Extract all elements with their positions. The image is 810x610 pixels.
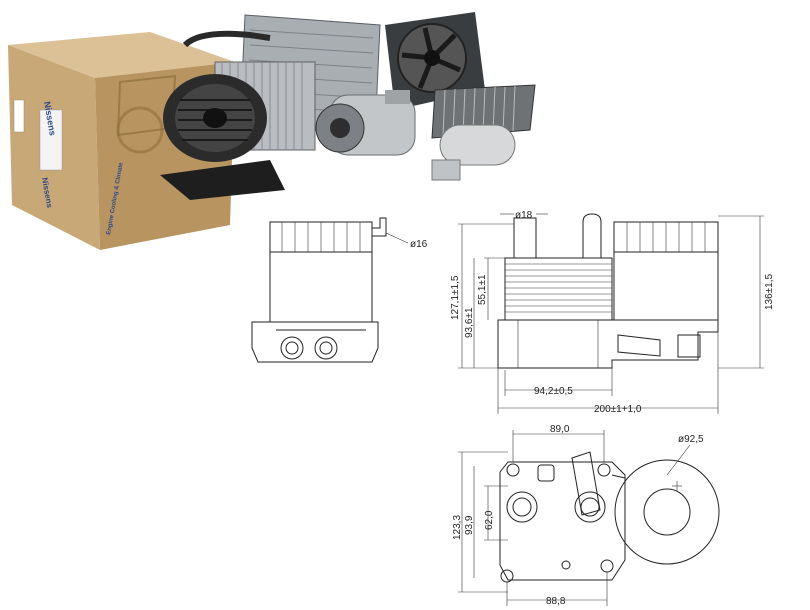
front-view-drawing: ø18 127,1±1,5 55,1±1 93,6±1 136±1,5 94,2… bbox=[450, 210, 775, 415]
dim-width-200: 200±1+1,0 bbox=[594, 404, 642, 415]
side-port-left bbox=[280, 336, 304, 360]
dim-height-136: 136±1,5 bbox=[764, 273, 775, 310]
top-plate bbox=[499, 461, 626, 581]
compressor-photo bbox=[315, 90, 416, 156]
blower-photo bbox=[160, 74, 285, 200]
side-pipe-leader bbox=[385, 232, 409, 244]
side-base bbox=[251, 321, 379, 363]
top-port-right bbox=[574, 491, 606, 523]
side-pipe bbox=[372, 217, 387, 237]
top-bolt-4 bbox=[600, 559, 614, 573]
front-pipe-right bbox=[582, 213, 602, 258]
dim-top-89: 89,0 bbox=[550, 424, 570, 435]
top-port-left bbox=[506, 491, 538, 523]
top-view-drawing: 89,0 ø92,5 123,3 93,9 62,0 88,8 bbox=[452, 424, 720, 607]
top-filter-outer bbox=[614, 459, 720, 565]
side-view-drawing: ø16 bbox=[251, 217, 428, 363]
dim-filter-diameter: ø92,5 bbox=[678, 434, 704, 445]
dim-height-127: 127,1±1,5 bbox=[450, 275, 461, 320]
dim-vertical-62: 62,0 bbox=[484, 510, 495, 530]
dim-vertical-93: 93,9 bbox=[464, 515, 475, 535]
dim-width-94: 94,2±0,5 bbox=[534, 386, 573, 397]
side-port-right bbox=[314, 336, 338, 360]
product-collage: Nissens Nissens Engine Cooling & Climate bbox=[8, 12, 536, 250]
top-bolt-1 bbox=[506, 463, 520, 477]
front-filter-body bbox=[613, 251, 719, 321]
dim-height-93: 93,6±1 bbox=[464, 307, 475, 338]
dim-bottom-88: 88,8 bbox=[546, 596, 566, 607]
side-filter-body bbox=[269, 251, 373, 323]
top-pipe bbox=[571, 451, 601, 516]
front-base bbox=[497, 319, 719, 369]
dim-pipe-diameter-front: ø18 bbox=[515, 210, 533, 221]
dim-vertical-123: 123,3 bbox=[452, 515, 463, 540]
top-bolt-2 bbox=[597, 463, 611, 477]
front-pipe-left bbox=[513, 217, 537, 259]
top-filter-inner bbox=[643, 488, 691, 536]
front-cooler-core bbox=[504, 257, 613, 321]
dim-pipe-diameter-side: ø16 bbox=[410, 239, 428, 250]
receiver-dryer-photo bbox=[431, 124, 516, 181]
dim-height-55: 55,1±1 bbox=[477, 274, 488, 305]
top-bolt-3 bbox=[500, 569, 514, 583]
fan-photo bbox=[385, 12, 485, 110]
